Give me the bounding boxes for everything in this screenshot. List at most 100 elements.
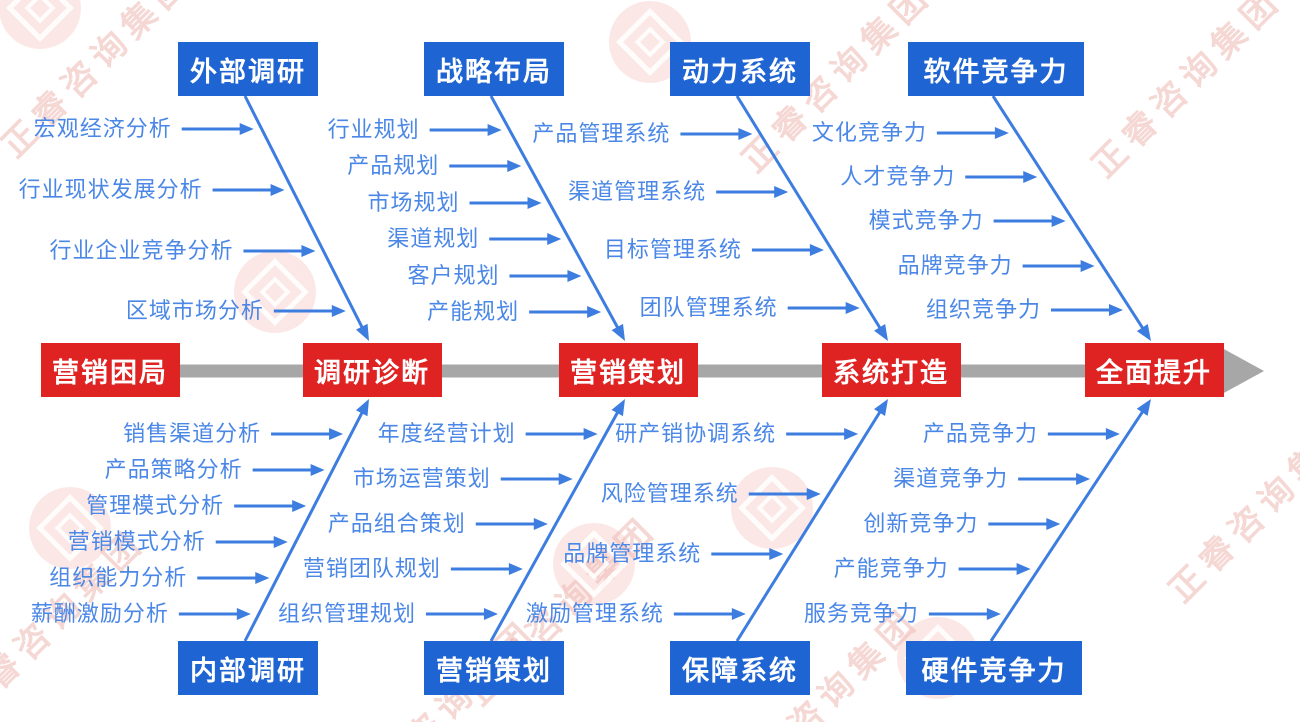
cause-item-bottom-1-4: 组织管理规划 xyxy=(277,601,416,626)
top-bone-line-0 xyxy=(243,95,366,333)
stage-box-1: 营销困局 xyxy=(40,343,180,397)
top-item-arrow-3-2-head-icon xyxy=(1051,215,1066,227)
cause-item-bottom-2-3: 激励管理系统 xyxy=(525,601,664,626)
bottom-section-box-2: 营销策划 xyxy=(424,641,564,695)
top-item-arrow-0-0-head-icon xyxy=(239,123,254,135)
cause-item-bottom-3-2: 创新竞争力 xyxy=(863,511,979,536)
top-section-box-4: 软件竞争力 xyxy=(908,42,1084,96)
spine-arrowhead-icon xyxy=(1222,348,1264,394)
bottom-item-arrow-0-0-head-icon xyxy=(329,428,344,440)
bottom-item-arrow-3-1-head-icon xyxy=(1076,473,1091,485)
bottom-bone-line-0 xyxy=(243,407,366,642)
cause-item-bottom-3-1: 渠道竞争力 xyxy=(893,466,1009,491)
top-item-arrow-2-3-head-icon xyxy=(845,302,860,314)
cause-item-top-0-3: 区域市场分析 xyxy=(125,298,264,323)
top-section-box-3: 动力系统 xyxy=(670,42,810,96)
bottom-section-box-4: 硬件竞争力 xyxy=(906,641,1082,695)
bottom-item-arrow-0-3-head-icon xyxy=(273,536,288,548)
bottom-section-box-1: 内部调研 xyxy=(178,641,318,695)
bottom-bone-line-1-arrowhead-icon xyxy=(611,399,625,417)
stage-box-3: 营销策划 xyxy=(558,343,698,397)
bottom-item-arrow-0-5-head-icon xyxy=(236,608,251,620)
cause-item-top-2-2: 目标管理系统 xyxy=(603,237,742,262)
cause-item-bottom-1-1: 市场运营策划 xyxy=(352,466,491,491)
top-item-arrow-1-2-head-icon xyxy=(527,197,542,209)
bottom-item-arrow-0-4-head-icon xyxy=(255,572,270,584)
top-item-arrow-2-0-head-icon xyxy=(738,128,753,140)
cause-item-bottom-2-0: 研产销协调系统 xyxy=(615,421,777,446)
stage-box-5: 全面提升 xyxy=(1084,343,1224,397)
cause-item-bottom-0-2: 管理模式分析 xyxy=(86,493,225,518)
top-item-arrow-2-1-head-icon xyxy=(774,186,789,198)
cause-item-top-1-3: 渠道规划 xyxy=(387,226,480,251)
cause-item-top-0-1: 行业现状发展分析 xyxy=(18,177,203,202)
top-bone-line-2 xyxy=(735,95,885,334)
top-item-arrow-1-5-head-icon xyxy=(587,306,602,318)
top-item-arrow-0-1-head-icon xyxy=(270,184,285,196)
top-item-arrow-3-0-head-icon xyxy=(994,127,1009,139)
cause-item-top-3-3: 品牌竞争力 xyxy=(897,253,1013,278)
cause-item-bottom-1-0: 年度经营计划 xyxy=(377,421,516,446)
bottom-item-arrow-2-0-head-icon xyxy=(844,428,859,440)
cause-item-bottom-0-0: 销售渠道分析 xyxy=(123,421,262,446)
bottom-bone-line-1 xyxy=(489,407,622,642)
top-item-arrow-1-1-head-icon xyxy=(507,160,522,172)
cause-item-top-2-0: 产品管理系统 xyxy=(532,121,671,146)
bottom-bone-line-2-arrowhead-icon xyxy=(874,399,888,417)
top-item-arrow-0-2-head-icon xyxy=(301,245,316,257)
top-item-arrow-2-2-head-icon xyxy=(809,244,824,256)
cause-item-bottom-3-0: 产品竞争力 xyxy=(922,421,1038,446)
top-bone-line-3-arrowhead-icon xyxy=(1136,324,1151,341)
cause-item-bottom-1-2: 产品组合策划 xyxy=(327,511,466,536)
bottom-bone-line-3-arrowhead-icon xyxy=(1136,399,1151,416)
cause-item-bottom-2-1: 风险管理系统 xyxy=(600,481,739,506)
cause-item-top-2-3: 团队管理系统 xyxy=(639,295,778,320)
top-section-box-2: 战略布局 xyxy=(424,42,564,96)
bottom-bone-line-2 xyxy=(735,406,884,642)
bottom-item-arrow-1-2-head-icon xyxy=(533,518,548,530)
top-item-arrow-1-3-head-icon xyxy=(547,233,562,245)
bottom-item-arrow-3-4-head-icon xyxy=(986,608,1001,620)
top-item-arrow-0-3-head-icon xyxy=(331,305,346,317)
bottom-item-arrow-1-1-head-icon xyxy=(558,473,573,485)
cause-item-bottom-0-1: 产品策略分析 xyxy=(104,457,243,482)
bottom-item-arrow-1-4-head-icon xyxy=(483,608,498,620)
bottom-bone-line-0-arrowhead-icon xyxy=(355,399,369,417)
top-bone-line-1 xyxy=(489,95,622,333)
top-item-arrow-3-4-head-icon xyxy=(1109,304,1124,316)
cause-item-top-3-2: 模式竞争力 xyxy=(868,208,984,233)
bottom-section-box-3: 保障系统 xyxy=(670,641,810,695)
top-item-arrow-1-0-head-icon xyxy=(487,124,502,136)
cause-item-bottom-3-4: 服务竞争力 xyxy=(803,601,919,626)
bottom-item-arrow-0-1-head-icon xyxy=(310,464,325,476)
cause-item-bottom-0-3: 营销模式分析 xyxy=(67,529,206,554)
watermark-logo-icon xyxy=(234,251,316,333)
cause-item-top-2-1: 渠道管理系统 xyxy=(568,179,707,204)
cause-item-bottom-1-3: 营销团队规划 xyxy=(302,556,441,581)
watermark-logo-icon xyxy=(731,467,813,549)
top-item-arrow-3-3-head-icon xyxy=(1080,260,1095,272)
cause-item-top-3-4: 组织竞争力 xyxy=(926,297,1042,322)
cause-item-bottom-0-4: 组织能力分析 xyxy=(49,565,188,590)
watermark-logo-icon xyxy=(29,487,111,569)
top-bone-line-2-arrowhead-icon xyxy=(874,323,888,341)
stage-box-4: 系统打造 xyxy=(821,343,961,397)
bottom-item-arrow-3-3-head-icon xyxy=(1016,563,1031,575)
bottom-item-arrow-3-2-head-icon xyxy=(1046,518,1061,530)
top-bone-line-1-arrowhead-icon xyxy=(611,323,625,341)
stage-box-2: 调研诊断 xyxy=(302,343,442,397)
cause-item-bottom-0-5: 薪酬激励分析 xyxy=(30,601,169,626)
cause-item-top-1-5: 产能规划 xyxy=(427,299,520,324)
cause-item-top-3-0: 文化竞争力 xyxy=(811,120,927,145)
bottom-bone-line-3 xyxy=(989,406,1147,642)
cause-item-top-1-0: 行业规划 xyxy=(327,117,420,142)
cause-item-top-0-0: 宏观经济分析 xyxy=(33,116,172,141)
bottom-item-arrow-1-3-head-icon xyxy=(508,563,523,575)
top-bone-line-0-arrowhead-icon xyxy=(355,323,369,341)
top-item-arrow-1-4-head-icon xyxy=(567,270,582,282)
cause-item-bottom-3-3: 产能竞争力 xyxy=(833,556,949,581)
cause-item-top-1-4: 客户规划 xyxy=(407,263,500,288)
cause-item-top-3-1: 人才竞争力 xyxy=(840,164,956,189)
cause-item-top-1-2: 市场规划 xyxy=(367,190,460,215)
